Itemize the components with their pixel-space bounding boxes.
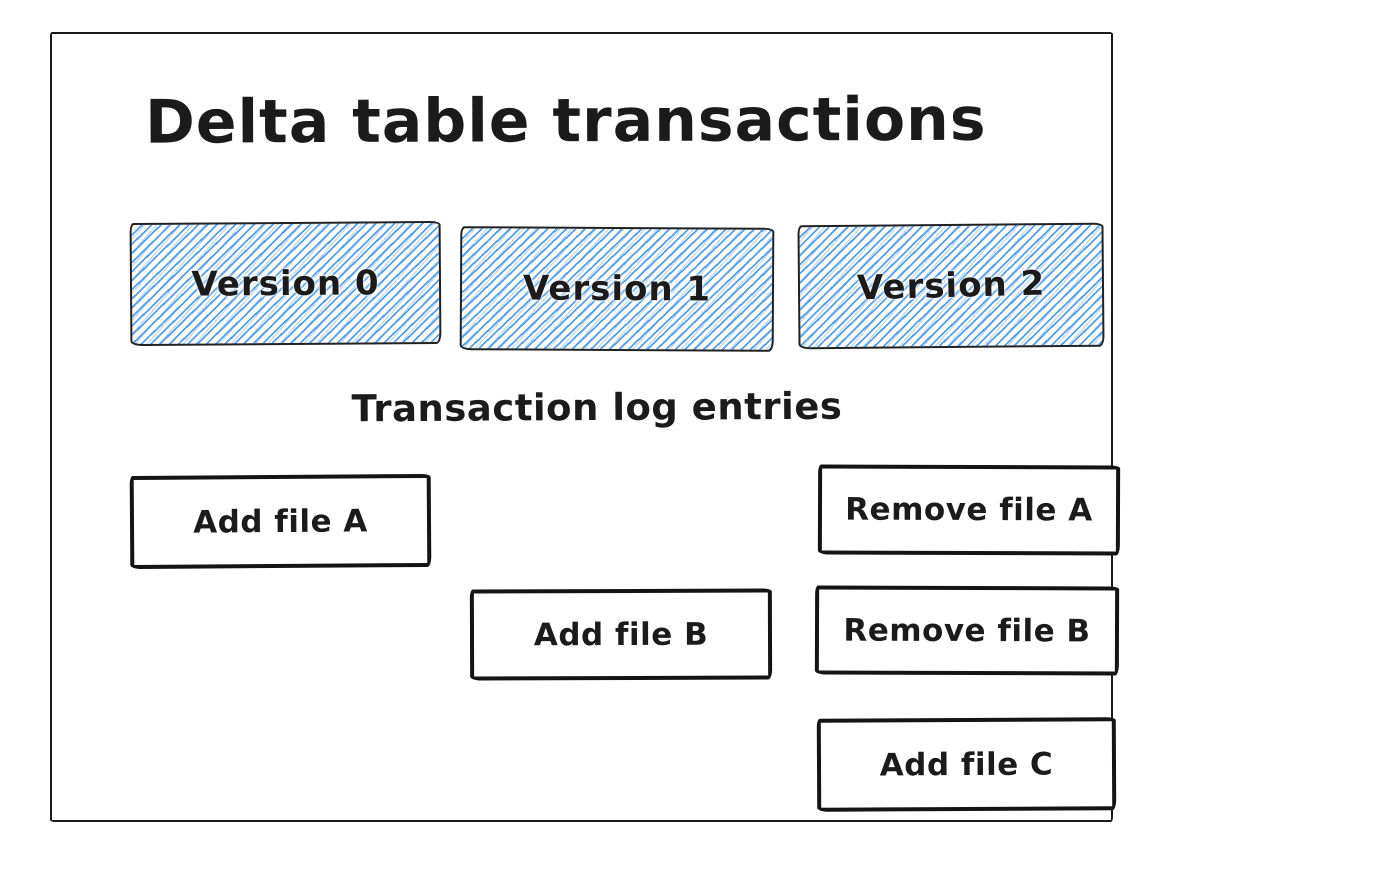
- version-0-label: Version 0: [191, 262, 380, 305]
- version-1-box: Version 1: [459, 226, 775, 352]
- log-entry-add-file-c: Add file C: [816, 717, 1117, 812]
- log-entry-remove-file-a: Remove file A: [817, 464, 1121, 556]
- log-entry-add-file-b-label: Add file B: [533, 616, 709, 653]
- log-entry-remove-file-b: Remove file B: [814, 585, 1120, 676]
- log-entry-add-file-b: Add file B: [469, 588, 773, 681]
- diagram-outer-frame: Delta table transactions Version 0 Versi…: [50, 32, 1121, 822]
- log-entry-remove-file-b-label: Remove file B: [843, 612, 1091, 649]
- version-0-box: Version 0: [129, 220, 442, 347]
- log-entry-add-file-a: Add file A: [129, 473, 432, 570]
- version-2-label: Version 2: [856, 263, 1046, 309]
- diagram-title: Delta table transactions: [144, 84, 987, 158]
- transaction-log-caption: Transaction log entries: [351, 384, 843, 431]
- log-entry-add-file-a-label: Add file A: [193, 502, 368, 541]
- version-1-label: Version 1: [522, 268, 712, 310]
- version-2-box: Version 2: [797, 222, 1105, 350]
- log-entry-add-file-c-label: Add file C: [879, 746, 1054, 783]
- log-entry-remove-file-a-label: Remove file A: [845, 491, 1093, 529]
